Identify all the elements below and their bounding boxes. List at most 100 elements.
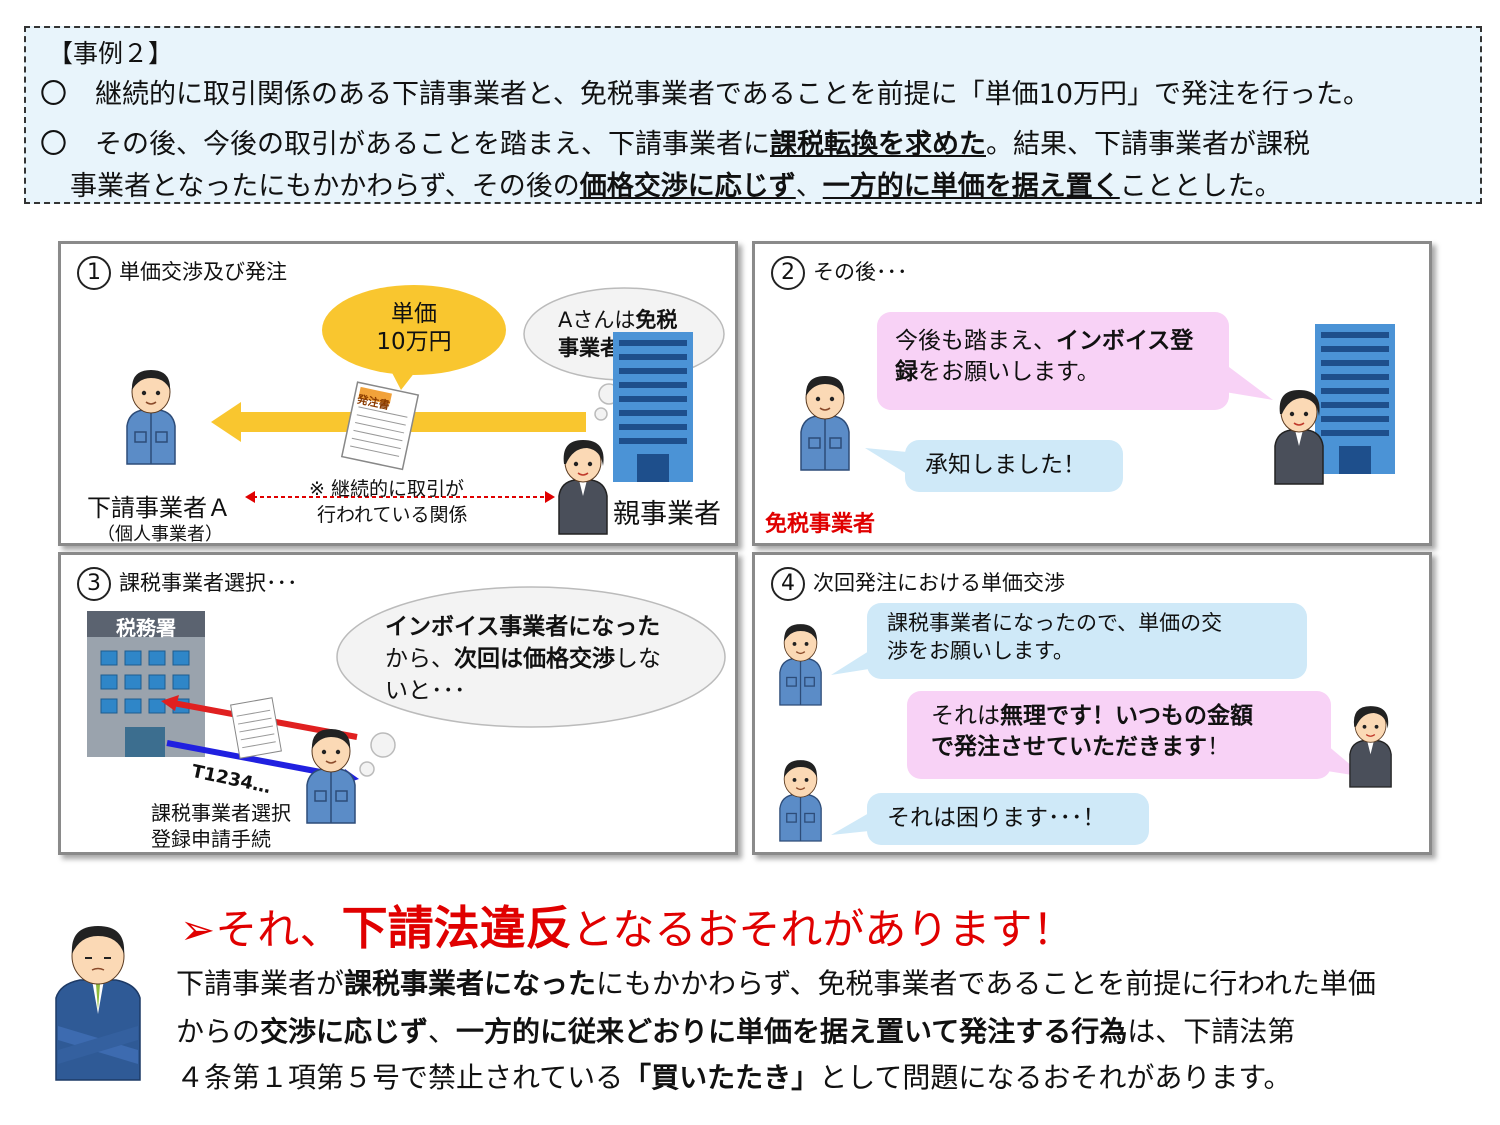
thought-c: 次回は価格交渉 — [454, 646, 615, 672]
building-icon — [613, 332, 693, 482]
bullet: 〇 — [40, 129, 67, 160]
reply-bubble: 承知しました！ — [905, 440, 1123, 492]
bubble2-c: で発注させていただきます — [931, 734, 1207, 761]
thought-line1: Aさんは免税 — [558, 304, 677, 334]
application-document-icon — [230, 697, 282, 759]
bullet: 〇 — [40, 79, 67, 110]
case-box: 【事例２】 〇継続的に取引関係のある下請事業者と、免税事業者であることを前提に「… — [24, 26, 1482, 204]
panel-2-title: 2 その後･･･ — [771, 256, 908, 290]
bubble1-line2: 渉をお願いします。 — [887, 639, 1074, 664]
parent-company-woman-icon — [1349, 705, 1392, 788]
case-line-1-text: 継続的に取引関係のある下請事業者と、免税事業者であることを前提に「単価10万円」… — [95, 79, 1371, 110]
conclusion-line3: ４条第１項第５号で禁止されている「買いたたき」として問題になるおそれがあります。 — [176, 1056, 1292, 1096]
thought-a: Aさんは — [558, 308, 636, 332]
case-line-3: 事業者となったにもかかわらず、その後の価格交渉に応じず、一方的に単価を据え置くこ… — [70, 164, 1282, 203]
arrow-icon: ➢ — [180, 905, 216, 954]
reply-text: 承知しました！ — [925, 452, 1086, 478]
headline-violation: 下請法違反 — [341, 901, 572, 955]
p1-a: 下請事業者が — [176, 967, 345, 1000]
p3-b: 「買いたたき」 — [623, 1061, 820, 1094]
panel-1-title-text: 単価交渉及び発注 — [119, 260, 287, 284]
p2-d: 一方的に従来どおりに単価を据え置いて発注する行為 — [456, 1015, 1128, 1048]
thought-e: いと･･･ — [385, 678, 466, 704]
thought-b: から、 — [385, 646, 454, 672]
subcontractor-troubled-person-icon — [779, 759, 822, 842]
subcontractor-person-icon — [800, 375, 850, 471]
case-heading: 【事例２】 — [48, 39, 174, 68]
price-bubble-shape — [322, 285, 506, 390]
bubble3-text: それは困ります･･･！ — [887, 805, 1106, 831]
bubble-d: をお願いします。 — [918, 359, 1100, 386]
case-line-3-c: 、 — [795, 171, 823, 202]
bubble-tail — [865, 448, 907, 474]
thought-c: 事業者 — [558, 336, 621, 360]
p3-c: として問題になるおそれがあります。 — [819, 1061, 1292, 1094]
case-line-2-a: その後、今後の取引があることを踏まえ、下請事業者に — [95, 129, 770, 160]
price-bubble-line1: 単価 — [391, 301, 437, 327]
panel-1-title: 1 単価交渉及び発注 — [77, 256, 287, 290]
bubble-c: 録 — [895, 359, 918, 386]
step-number: 1 — [77, 256, 111, 290]
panel-4-title-text: 次回発注における単価交渉 — [813, 571, 1065, 595]
worried-man-arms-crossed-icon — [55, 926, 141, 1081]
panel-3-title: 3 課税事業者選択･･･ — [77, 567, 298, 601]
step-number: 3 — [77, 567, 111, 601]
tax-office-label: 税務署 — [116, 616, 176, 640]
headline-a: それ、 — [215, 905, 342, 954]
subcontractor-sub: （個人事業者） — [97, 524, 223, 545]
p3-a: ４条第１項第５号で禁止されている — [176, 1061, 624, 1094]
price-bubble-line2: 10万円 — [376, 329, 452, 355]
case-emphasis-fixed-price: 一方的に単価を据え置く — [822, 171, 1120, 202]
refusal-bubble: それは無理です！いつもの金額で発注させていただきます！ — [907, 691, 1331, 779]
parent-company-woman-icon — [1274, 389, 1324, 485]
thought-line2: から、次回は価格交渉しな — [385, 639, 661, 673]
subcontractor-person-icon — [126, 369, 176, 465]
tax-office-building-icon — [87, 611, 205, 757]
p2-b: 交渉に応じず — [260, 1015, 429, 1048]
conclusion-line1: 下請事業者が課税事業者になったにもかかわらず、免税事業者であることを前提に行われ… — [176, 962, 1376, 1002]
conclusion-headline: ➢それ、下請法違反となるおそれがあります！ — [180, 892, 1074, 958]
case-emphasis-tax-conversion: 課税転換を求めた — [770, 129, 986, 160]
case-line-2: 〇その後、今後の取引があることを踏まえ、下請事業者に課税転換を求めた。結果、下請… — [40, 122, 1310, 161]
case-emphasis-no-negotiation: 価格交渉に応じず — [579, 171, 796, 202]
tax-exempt-label: 免税事業者 — [765, 512, 876, 537]
step-number: 4 — [771, 567, 805, 601]
bubble1-line1: 課税事業者になったので、単価の交 — [887, 611, 1223, 635]
p2-c: 、 — [428, 1015, 457, 1048]
bubble2-b: 無理です！いつもの金額 — [1000, 703, 1253, 729]
panel-2-title-text: その後･･･ — [813, 260, 908, 284]
case-line-3-e: こととした。 — [1119, 171, 1282, 202]
caption-line1: 課税事業者選択 — [151, 801, 291, 825]
bubble2-a: それは — [931, 703, 1000, 729]
order-document-icon — [340, 381, 420, 471]
negotiation-request-bubble: 課税事業者になったので、単価の交 渉をお願いします。 — [867, 603, 1307, 679]
panel-4: 4 次回発注における単価交渉 課税事業者になったので、単価の交 渉をお願いします。… — [752, 552, 1432, 855]
p1-c: にもかかわらず、免税事業者であることを前提に行われた単価 — [596, 967, 1376, 1000]
caption-line2: 登録申請手続 — [151, 827, 271, 851]
case-line-1: 〇継続的に取引関係のある下請事業者と、免税事業者であることを前提に「単価10万円… — [40, 72, 1370, 111]
p1-b: 課税事業者になった — [344, 967, 597, 1000]
thought-b: 免税 — [635, 308, 678, 332]
p2-e: は、下請法第 — [1127, 1015, 1296, 1048]
relation-line1: ※ 継続的に取引が — [309, 478, 464, 500]
subcontractor-label: 下請事業者Ａ — [87, 494, 231, 522]
invoice-request-bubble: 今後も踏まえ、インボイス登録をお願いします。 — [877, 312, 1229, 410]
relationship-arrow — [245, 491, 555, 503]
bubble-b: インボイス登 — [1056, 328, 1194, 354]
bubble2-d: ！ — [1207, 734, 1230, 761]
panel-4-title: 4 次回発注における単価交渉 — [771, 567, 1065, 601]
subcontractor-person-icon — [779, 623, 822, 706]
step-number: 2 — [771, 256, 805, 290]
case-line-3-a: 事業者となったにもかかわらず、その後の — [70, 171, 580, 202]
bubble-tail — [831, 813, 869, 835]
headline-c: となるおそれがあります！ — [571, 905, 1075, 954]
thought-d: しな — [615, 646, 661, 672]
conclusion-line2: からの交渉に応じず、一方的に従来どおりに単価を据え置いて発注する行為は、下請法第 — [176, 1010, 1295, 1050]
bubble-tail — [831, 651, 869, 675]
parent-label: 親事業者 — [613, 499, 721, 530]
case-line-2-c: 。結果、下請事業者が課税 — [986, 129, 1310, 160]
panel-3-title-text: 課税事業者選択･･･ — [119, 571, 298, 595]
p2-a: からの — [176, 1015, 261, 1048]
